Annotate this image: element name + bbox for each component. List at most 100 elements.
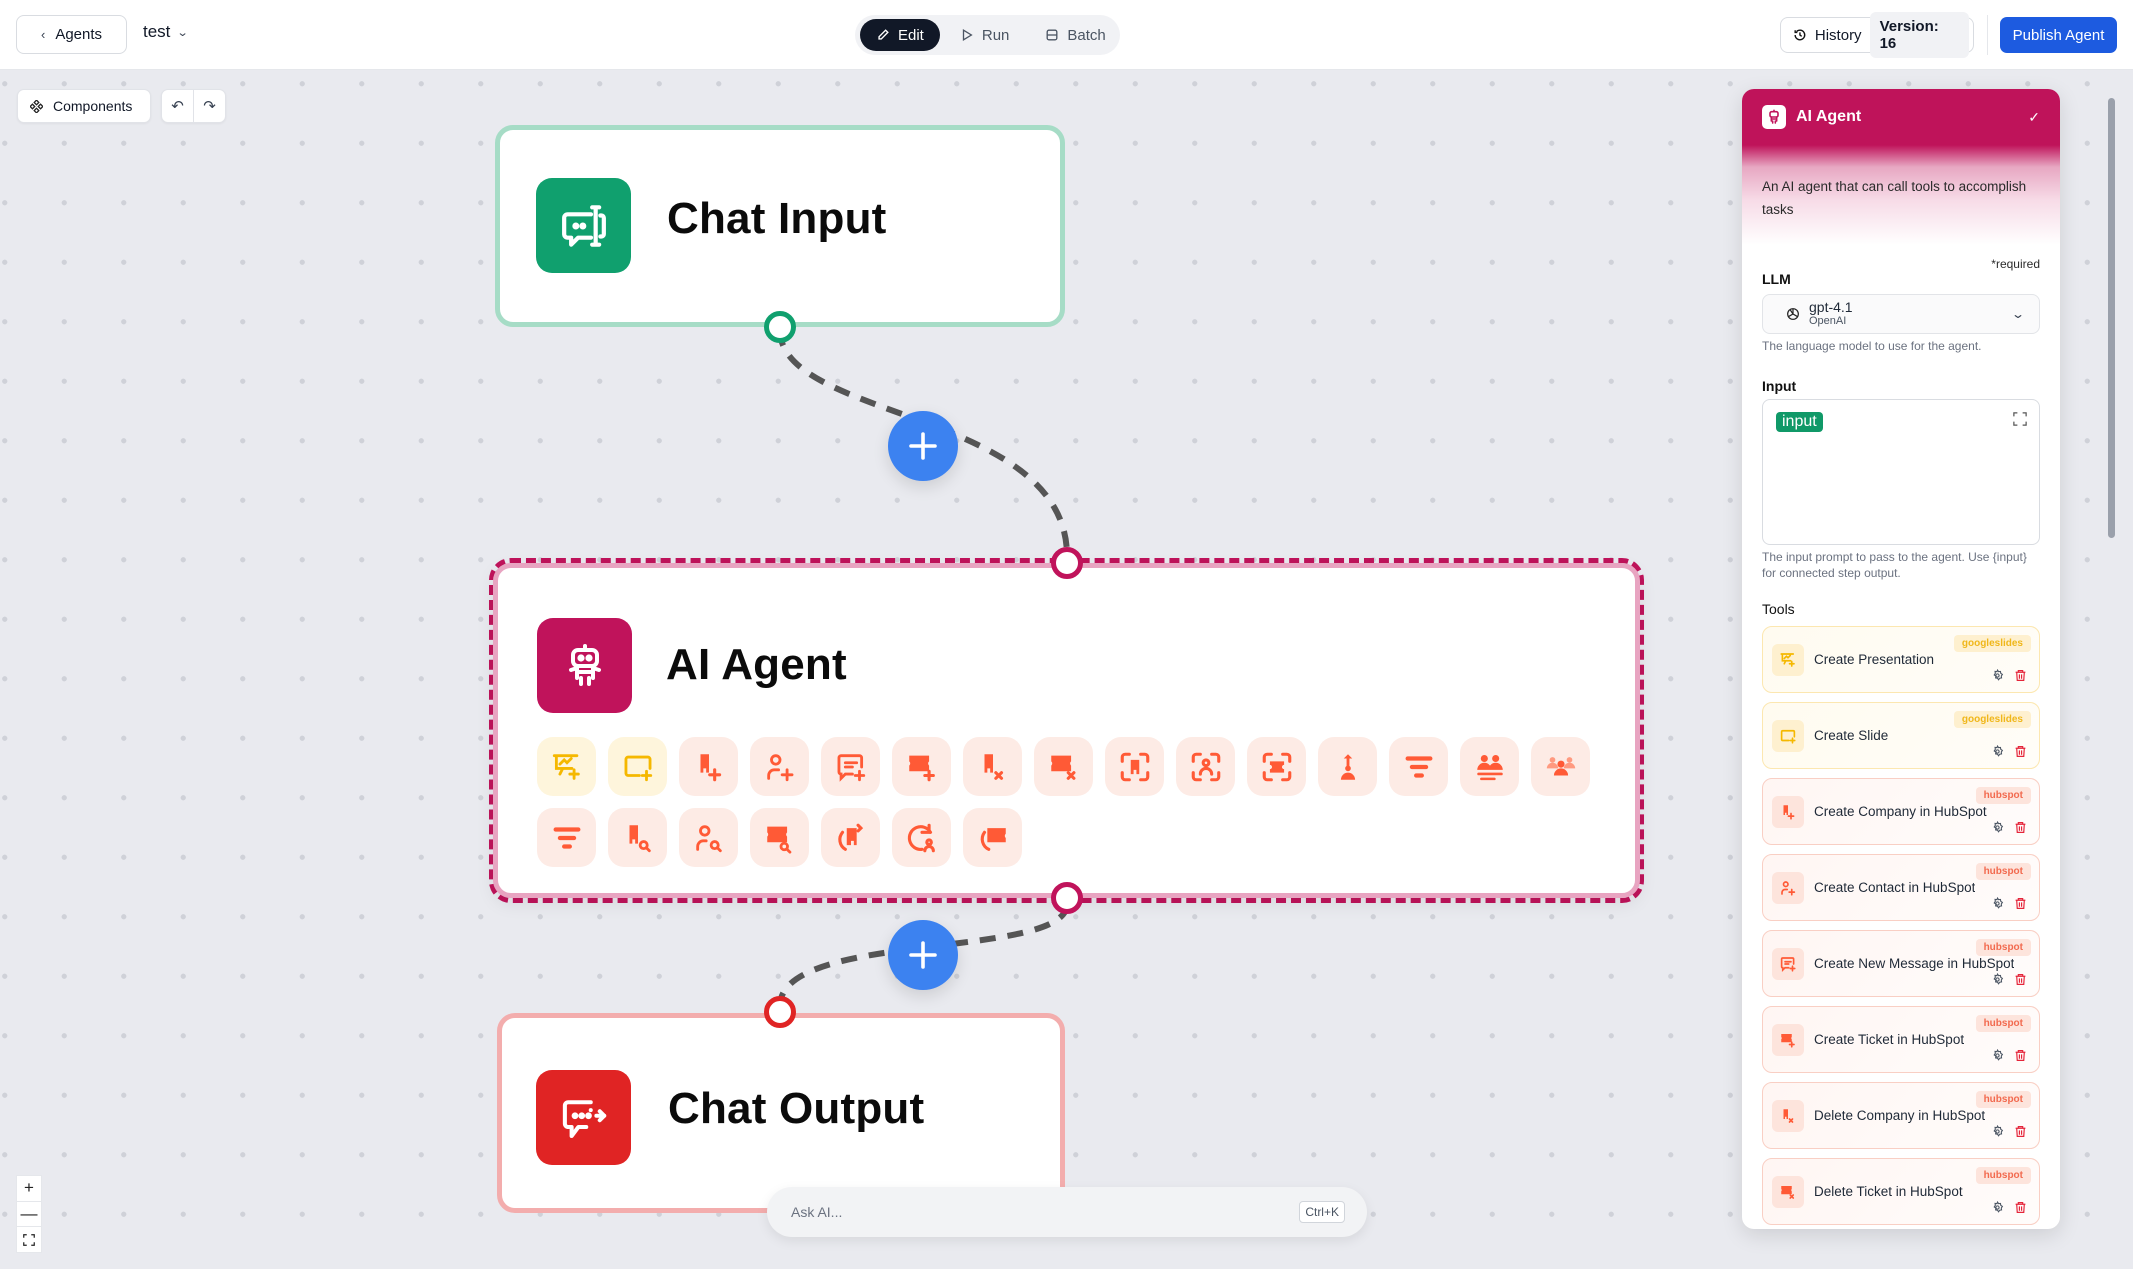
- trash-icon[interactable]: [2014, 1049, 2027, 1062]
- find-contact-icon[interactable]: [1176, 737, 1235, 796]
- version-badge: Version: 16: [1869, 12, 1969, 58]
- create-company-icon[interactable]: [679, 737, 738, 796]
- back-to-agents-button[interactable]: ‹ Agents: [16, 15, 127, 54]
- tab-edit[interactable]: Edit: [860, 19, 940, 51]
- tool-card[interactable]: Create Ticket in HubSpot hubspot: [1762, 1006, 2040, 1073]
- redo-icon[interactable]: ↷: [193, 90, 225, 122]
- check-icon[interactable]: ✓: [2028, 108, 2040, 125]
- create-message-icon[interactable]: [821, 737, 880, 796]
- agent-name: test: [143, 22, 171, 41]
- gear-icon[interactable]: [1991, 973, 2004, 986]
- fit-view-icon[interactable]: [17, 1226, 41, 1252]
- group-list-icon[interactable]: [1460, 737, 1519, 796]
- zoom-in-button[interactable]: +: [24, 1178, 34, 1198]
- chat-input-output-handle[interactable]: [764, 311, 796, 343]
- expand-icon[interactable]: [2013, 412, 2027, 426]
- node-title: Chat Output: [668, 1084, 925, 1133]
- delete-company-icon[interactable]: [963, 737, 1022, 796]
- find-ticket-icon[interactable]: [1247, 737, 1306, 796]
- add-step-button[interactable]: [888, 920, 958, 990]
- gear-icon[interactable]: [1991, 897, 2004, 910]
- zoom-out-button[interactable]: —: [17, 1200, 41, 1227]
- gear-icon[interactable]: [1991, 745, 2004, 758]
- node-chat-output[interactable]: Chat Output: [497, 1013, 1065, 1213]
- tool-card[interactable]: Delete Ticket in HubSpot hubspot: [1762, 1158, 2040, 1225]
- chevron-left-icon: ‹: [40, 27, 46, 42]
- chevron-down-icon: ⌄: [2010, 307, 2026, 321]
- panel-scrollbar[interactable]: [2108, 98, 2115, 538]
- history-label: History: [1814, 26, 1862, 44]
- chat-input-icon: [536, 178, 631, 273]
- ask-ai-input[interactable]: [791, 1204, 1300, 1220]
- gear-icon[interactable]: [1991, 1125, 2004, 1138]
- trash-icon[interactable]: [2014, 897, 2027, 910]
- group-icon[interactable]: [1531, 737, 1590, 796]
- create-presentation-icon[interactable]: [537, 737, 596, 796]
- gear-icon[interactable]: [1991, 1049, 2004, 1062]
- llm-select[interactable]: gpt-4.1 OpenAI ⌄: [1762, 294, 2040, 334]
- gear-icon[interactable]: [1991, 669, 2004, 682]
- provider-badge: hubspot: [1975, 787, 2031, 804]
- search-ticket-icon[interactable]: [750, 808, 809, 867]
- ai-agent-output-handle[interactable]: [1051, 882, 1083, 914]
- trash-icon[interactable]: [2014, 745, 2027, 758]
- find-company-icon[interactable]: [1105, 737, 1164, 796]
- tool-card[interactable]: Create Slide googleslides: [1762, 702, 2040, 769]
- provider-badge: hubspot: [1975, 939, 2031, 956]
- trash-icon[interactable]: [2014, 1125, 2027, 1138]
- mode-tabs: Edit Run Batch: [855, 15, 1120, 55]
- create-slide-icon[interactable]: [608, 737, 667, 796]
- node-ai-agent[interactable]: AI Agent: [493, 563, 1640, 898]
- trash-icon[interactable]: [2014, 973, 2027, 986]
- chevron-down-icon: ⌄: [177, 26, 190, 39]
- panel-description: An AI agent that can call tools to accom…: [1742, 145, 2060, 255]
- update-ticket-icon[interactable]: [963, 808, 1022, 867]
- gear-icon[interactable]: [1991, 1201, 2004, 1214]
- create-message-icon: [1772, 947, 1804, 980]
- tool-card[interactable]: Create New Message in HubSpot hubspot: [1762, 930, 2040, 997]
- search-contact-icon[interactable]: [679, 808, 738, 867]
- components-button[interactable]: Components: [17, 89, 151, 123]
- tool-card[interactable]: Create Contact in HubSpot hubspot: [1762, 854, 2040, 921]
- llm-provider: OpenAI: [1809, 314, 1847, 327]
- tool-card[interactable]: Create Presentation googleslides: [1762, 626, 2040, 693]
- history-icon: [1794, 29, 1806, 41]
- node-chat-input[interactable]: Chat Input: [495, 125, 1065, 327]
- llm-hint: The language model to use for the agent.: [1762, 339, 1982, 353]
- add-step-button[interactable]: [888, 411, 958, 481]
- plus-icon: [909, 941, 937, 969]
- update-contact-icon[interactable]: [892, 808, 951, 867]
- search-company-icon[interactable]: [608, 808, 667, 867]
- tool-name: Create Ticket in HubSpot: [1814, 1032, 1965, 1047]
- batch-icon: [1046, 29, 1058, 41]
- tool-card[interactable]: Create Company in HubSpot hubspot: [1762, 778, 2040, 845]
- llm-label: LLM: [1762, 271, 1791, 287]
- trash-icon[interactable]: [2014, 821, 2027, 834]
- undo-icon[interactable]: ↶: [171, 98, 184, 115]
- create-company-icon: [1772, 795, 1804, 828]
- tab-run[interactable]: Run: [944, 19, 1026, 51]
- history-button[interactable]: History Version: 16: [1780, 12, 1974, 58]
- filter-icon[interactable]: [1389, 737, 1448, 796]
- agent-name-dropdown[interactable]: test ⌄: [143, 22, 190, 42]
- update-company-icon[interactable]: [821, 808, 880, 867]
- ai-agent-input-handle[interactable]: [1051, 547, 1083, 579]
- tab-batch[interactable]: Batch: [1029, 19, 1121, 51]
- plus-icon: [909, 432, 937, 460]
- input-prompt-field[interactable]: input: [1762, 399, 2040, 545]
- chat-output-input-handle[interactable]: [764, 996, 796, 1028]
- provider-badge: googleslides: [1953, 635, 2031, 652]
- filter-icon[interactable]: [537, 808, 596, 867]
- components-icon: [30, 99, 43, 113]
- trash-icon[interactable]: [2014, 669, 2027, 682]
- upload-icon[interactable]: [1318, 737, 1377, 796]
- tool-name: Create Contact in HubSpot: [1814, 880, 1976, 895]
- create-contact-icon[interactable]: [750, 737, 809, 796]
- delete-ticket-icon[interactable]: [1034, 737, 1093, 796]
- trash-icon[interactable]: [2014, 1201, 2027, 1214]
- create-ticket-icon[interactable]: [892, 737, 951, 796]
- publish-agent-button[interactable]: Publish Agent: [2000, 17, 2117, 53]
- gear-icon[interactable]: [1991, 821, 2004, 834]
- play-icon: [962, 29, 973, 41]
- tool-card[interactable]: Delete Company in HubSpot hubspot: [1762, 1082, 2040, 1149]
